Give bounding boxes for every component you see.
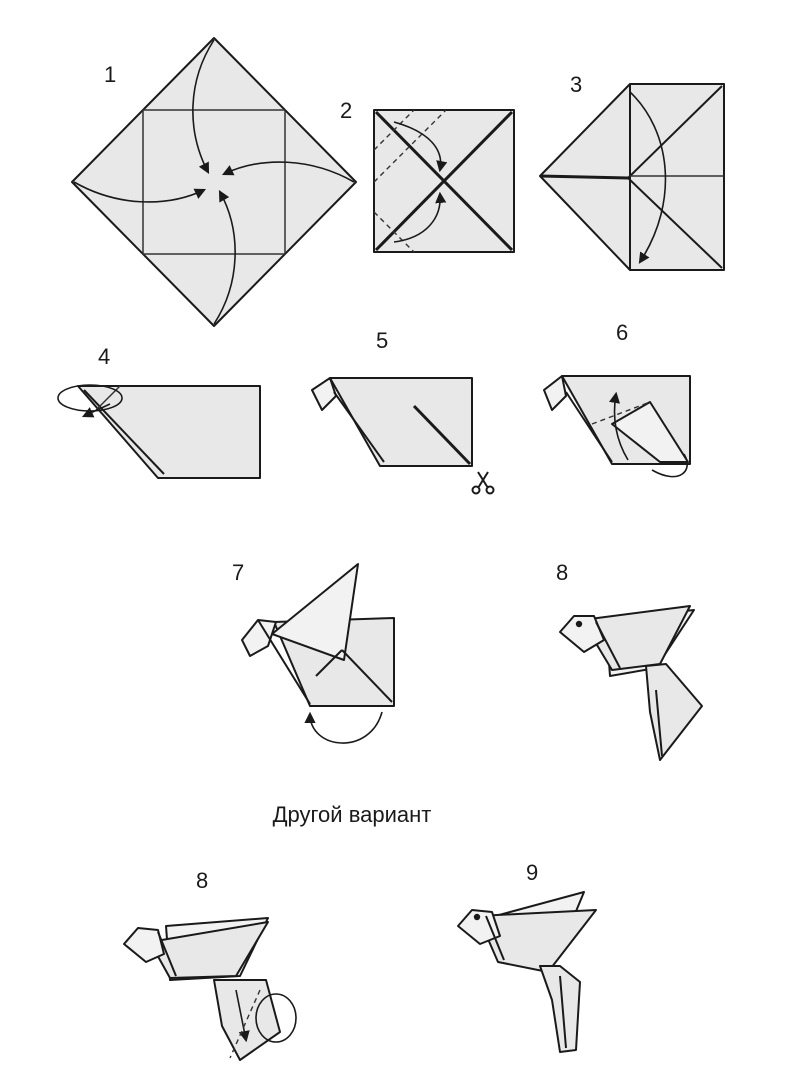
step-8a-tail	[645, 663, 703, 761]
step-2-arrow-lower	[393, 191, 447, 243]
step-9-tail	[539, 965, 581, 1053]
step-7-arrow	[304, 711, 383, 744]
step-1-label: 1	[104, 62, 116, 87]
step-8a-label: 8	[556, 560, 568, 585]
step-5-head-fold	[311, 377, 337, 411]
step-9-eye	[473, 913, 481, 921]
step-4-label: 4	[98, 344, 110, 369]
step-8b-front-wing	[149, 921, 269, 979]
step-7-head	[241, 619, 277, 657]
step-8b-head	[123, 927, 165, 963]
step-8b-arrow	[235, 989, 250, 1043]
step-1-arrow-bottom	[213, 190, 236, 325]
step-5-figure: 5	[311, 328, 495, 495]
step-4-arrow	[81, 403, 111, 418]
step-3-arrow	[629, 91, 667, 264]
step-4-paper	[77, 385, 261, 479]
step-9-head	[457, 909, 501, 945]
step-8-figure-b: 8	[123, 868, 297, 1061]
step-2-label: 2	[340, 98, 352, 123]
step-8b-fold-loop	[255, 993, 297, 1043]
step-6-wing-flap	[611, 401, 689, 463]
step-6-arrow-loop	[651, 453, 689, 478]
step-6-arrow-up	[609, 391, 629, 461]
step-3-figure: 3	[539, 72, 725, 271]
step-8b-label: 8	[196, 868, 208, 893]
alternative-caption: Другой вариант	[273, 802, 432, 827]
step-4-figure: 4	[57, 344, 261, 479]
step-6-label: 6	[616, 320, 628, 345]
step-6-head-fold	[543, 375, 567, 411]
scissors-icon	[471, 471, 495, 495]
step-7-figure: 7	[232, 560, 395, 744]
step-9-figure: 9	[457, 860, 597, 1053]
step-3-base	[539, 83, 725, 271]
step-7-front-wing	[271, 563, 359, 661]
step-3-label: 3	[570, 72, 582, 97]
step-5-paper	[329, 377, 473, 467]
step-5-label: 5	[376, 328, 388, 353]
step-8a-eye	[575, 620, 583, 628]
step-1-arrow-left	[73, 181, 207, 203]
step-1-arrow-right	[221, 161, 355, 183]
step-2-figure: 2	[340, 98, 515, 253]
step-8b-tail	[213, 979, 281, 1061]
step-6-figure: 6	[543, 320, 691, 478]
step-1-arrow-top	[192, 39, 215, 174]
step-7-label: 7	[232, 560, 244, 585]
step-2-arrow-upper	[393, 121, 448, 173]
step-1-figure: 1	[71, 37, 357, 327]
step-9-label: 9	[526, 860, 538, 885]
step-8-figure-a: 8	[556, 560, 703, 761]
